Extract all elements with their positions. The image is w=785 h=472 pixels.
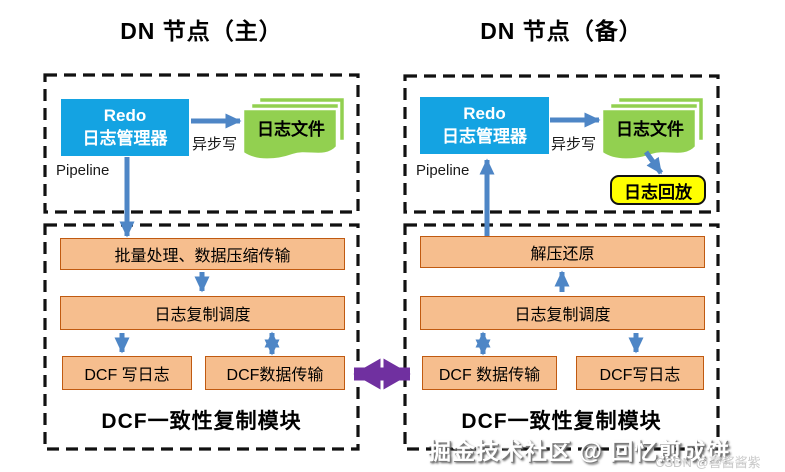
- standby-redo-log-manager-box: Redo 日志管理器: [420, 97, 549, 154]
- standby-node-title: DN 节点（备）: [480, 18, 643, 44]
- standby-log-schedule-box: 日志复制调度: [420, 296, 705, 330]
- standby-dcf-module-label: DCF一致性复制模块: [461, 410, 662, 433]
- primary-dcf-container-border: [43, 223, 360, 451]
- standby-redo-line1: Redo: [463, 104, 506, 124]
- standby-redo-line2: 日志管理器: [442, 126, 527, 146]
- primary-log-files-icon: [241, 95, 347, 161]
- standby-dcf-container-border: [403, 223, 720, 451]
- standby-pipeline-label: Pipeline: [416, 162, 470, 179]
- standby-decompress-box: 解压还原: [420, 236, 705, 268]
- primary-redo-line2: 日志管理器: [82, 128, 168, 148]
- juejin-watermark: 掘金技术社区 @ 回忆煎成饼: [428, 438, 731, 464]
- standby-dcf-write-box: DCF写日志: [576, 356, 704, 390]
- standby-files-to-replay-arrow: [643, 150, 664, 175]
- standby-async-write-label: 异步写: [551, 136, 597, 153]
- standby-log-replay-box: 日志回放: [610, 175, 706, 205]
- csdn-watermark: CSDN @喜酱酱紫: [655, 455, 761, 470]
- primary-dcf-module-label: DCF一致性复制模块: [101, 410, 302, 433]
- primary-dcf-write-box: DCF 写日志: [62, 356, 192, 390]
- standby-dcf-transfer-box: DCF 数据传输: [422, 356, 557, 390]
- primary-redo-container-border: [43, 73, 360, 214]
- standby-redo-container-border: [403, 74, 720, 214]
- primary-redo-line1: Redo: [103, 106, 147, 126]
- primary-batch-compress-box: 批量处理、数据压缩传输: [60, 238, 345, 270]
- primary-dcf-transfer-box: DCF数据传输: [205, 356, 345, 390]
- primary-log-files-label: 日志文件: [257, 120, 325, 139]
- primary-redo-log-manager-box: Redo 日志管理器: [61, 99, 189, 156]
- standby-log-files-label: 日志文件: [616, 120, 684, 139]
- primary-async-write-label: 异步写: [192, 136, 238, 153]
- primary-pipeline-label: Pipeline: [56, 162, 110, 179]
- primary-node-title: DN 节点（主）: [120, 18, 283, 44]
- standby-log-files-icon: [600, 95, 706, 161]
- primary-log-schedule-box: 日志复制调度: [60, 296, 345, 330]
